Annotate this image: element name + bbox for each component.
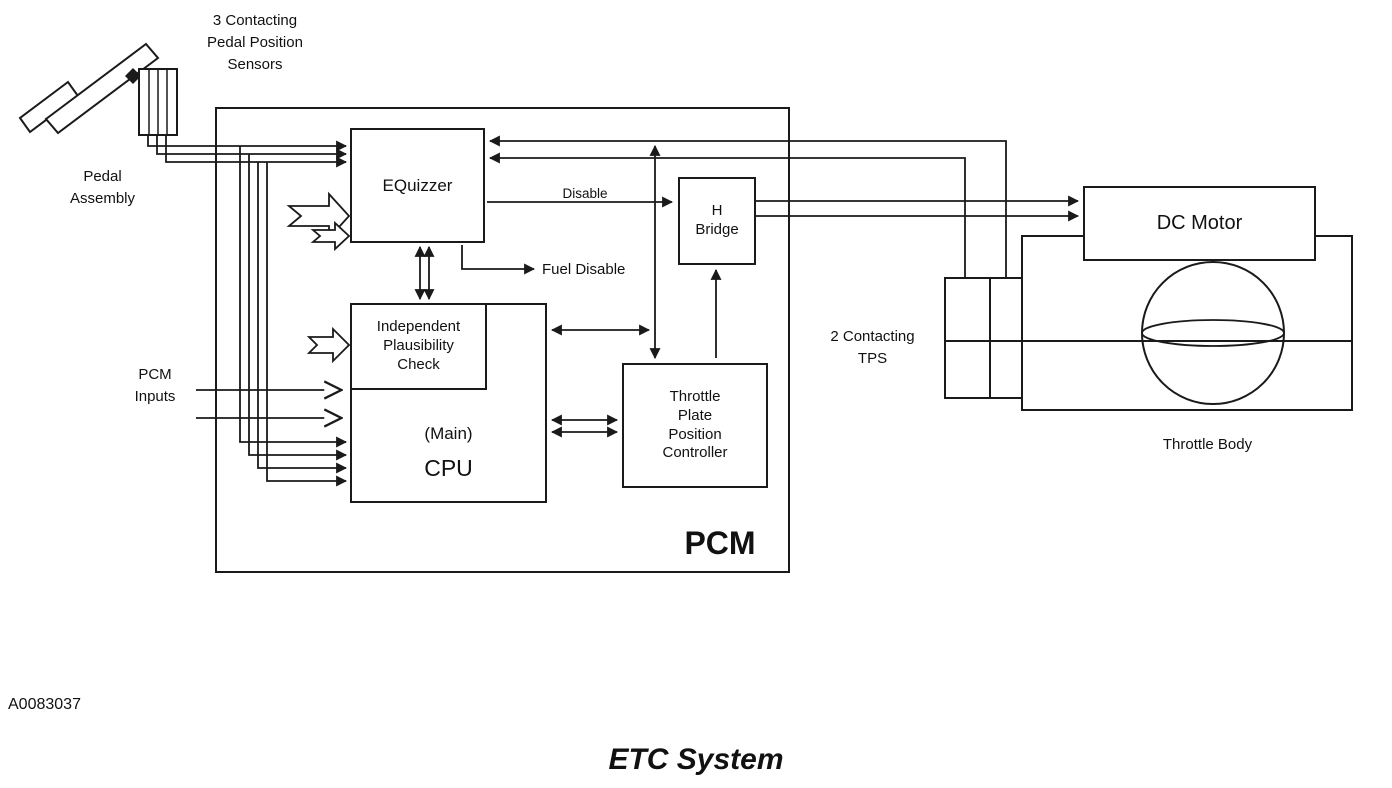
cpu-label: CPU xyxy=(424,455,473,482)
pedal-assembly-drawing xyxy=(18,42,178,136)
block-h-bridge: H Bridge xyxy=(678,177,756,265)
cpu-main-label: (Main) xyxy=(424,424,473,443)
pedal-sensors-label: 3 Contacting Pedal Position Sensors xyxy=(207,12,303,73)
pedal-arm-shape xyxy=(44,42,160,135)
fuel-disable-label: Fuel Disable xyxy=(542,261,626,278)
disable-label: Disable xyxy=(562,186,608,201)
ipc-line3: Check xyxy=(397,355,440,373)
dc-motor-label: DC Motor xyxy=(1156,212,1243,234)
block-equizzer-label: EQuizzer xyxy=(382,175,453,195)
throttle-body-drawing xyxy=(944,235,1353,411)
pcm-input-wires xyxy=(196,390,340,418)
block-ipc: Independent Plausibility Check xyxy=(350,303,487,390)
internal-wires xyxy=(414,144,722,438)
ipc-line1: Independent xyxy=(376,318,461,336)
ipc-line2: Plausibility xyxy=(383,337,454,355)
bus-arrows xyxy=(286,191,351,364)
h-bridge-line1: H xyxy=(711,202,723,220)
tps-label: 2 Contacting TPS xyxy=(830,328,915,367)
h-bridge-line2: Bridge xyxy=(695,221,739,238)
pedal-pivot-diamond xyxy=(125,68,141,84)
block-dc-motor: DC Motor xyxy=(1083,186,1316,261)
tppc-line2: Plate xyxy=(677,406,713,424)
pedal-sensor-dividers xyxy=(148,69,168,135)
pcm-inputs-label: PCM Inputs xyxy=(134,366,176,405)
pcm-label: PCM xyxy=(684,525,756,561)
throttle-body-box xyxy=(1021,235,1353,411)
bus-arrow-equizzer-2 xyxy=(310,220,351,252)
tppc-line3: Position xyxy=(668,425,722,443)
tps-box-outer xyxy=(944,277,991,399)
block-equizzer: EQuizzer xyxy=(350,128,485,243)
diagram-title: ETC System xyxy=(608,743,784,776)
figure-code: A0083037 xyxy=(8,696,81,713)
bus-arrow-ipc xyxy=(306,326,351,364)
output-and-feedback-wires xyxy=(488,135,1080,278)
throttle-plate-ellipse xyxy=(1141,319,1285,347)
block-tppc: Throttle Plate Position Controller xyxy=(622,363,768,488)
pedal-assembly-label: Pedal Assembly xyxy=(69,168,136,207)
pedal-sensor-wires xyxy=(147,135,348,487)
throttle-body-label: Throttle Body xyxy=(1162,436,1253,453)
tppc-line4: Controller xyxy=(662,444,728,462)
tppc-line1: Throttle xyxy=(669,388,721,405)
tps-box-inner xyxy=(989,277,1023,399)
pcm-boundary-box xyxy=(215,107,790,573)
